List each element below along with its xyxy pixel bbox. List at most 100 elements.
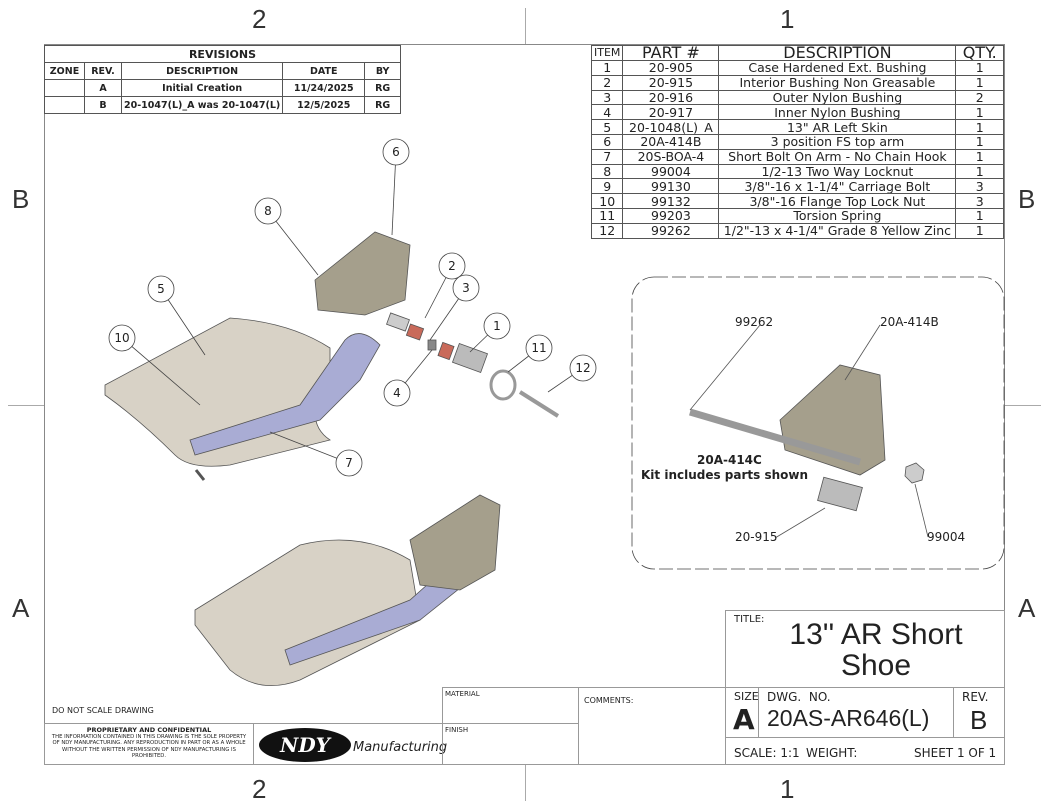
bom-cell: 1 xyxy=(955,222,1004,239)
bom-header: ITEM xyxy=(590,45,624,61)
bom-cell: 99262 xyxy=(622,222,720,239)
balloon-number: 6 xyxy=(392,145,400,159)
bushing-1 xyxy=(451,342,489,374)
title-field: TITLE: 13'' AR Short Shoe xyxy=(725,610,1005,688)
bom-cell: 99004 xyxy=(622,163,720,180)
rev-cell: 20-1047(L)_A was 20-1047(L) xyxy=(120,96,284,114)
size-field: SIZE A xyxy=(725,687,759,738)
balloon-number: 5 xyxy=(157,282,165,296)
balloon-number: 3 xyxy=(462,281,470,295)
proprietary-box: PROPRIETARY AND CONFIDENTIAL THE INFORMA… xyxy=(44,723,254,765)
balloon-number: 2 xyxy=(448,259,456,273)
ndy-logo: NDY xyxy=(259,728,351,762)
balloon-number: 7 xyxy=(345,456,353,470)
material-field: MATERIAL xyxy=(442,687,579,724)
rev-field: REV. B xyxy=(953,687,1005,738)
bom-cell: 10 xyxy=(590,193,624,209)
scale-value: SCALE: 1:1 xyxy=(734,746,800,760)
bom-cell: Outer Nylon Bushing xyxy=(718,89,957,106)
bom-cell: 20-905 xyxy=(622,60,720,76)
bom-cell: 20A-414B xyxy=(622,133,720,150)
title-label: TITLE: xyxy=(734,614,765,625)
item-balloon xyxy=(254,197,282,225)
weight-label: WEIGHT: xyxy=(806,746,858,760)
assembled-top-arm xyxy=(409,494,501,591)
comments-field: COMMENTS: xyxy=(578,687,726,765)
zone-tick xyxy=(525,765,526,801)
kit-bushing xyxy=(817,476,863,512)
rev-value: B xyxy=(970,705,988,735)
bushing-3b xyxy=(437,341,455,361)
bom-header: QTY. xyxy=(955,45,1004,61)
size-label: SIZE xyxy=(734,690,759,703)
finish-field: FINISH xyxy=(442,723,579,765)
kit-label-bushing: 20-915 xyxy=(735,530,778,544)
bom-cell: 1/2"-13 x 4-1/4" Grade 8 Yellow Zinc xyxy=(718,222,957,239)
bom-cell: 99203 xyxy=(622,207,720,224)
dwg-no-field: DWG. NO. 20AS-AR646(L) xyxy=(758,687,954,738)
drawing-title: 13'' AR Short Shoe xyxy=(789,618,963,682)
balloon-leader xyxy=(269,431,350,464)
item-balloon xyxy=(108,324,136,352)
bom-cell: 3/8"-16 Flange Top Lock Nut xyxy=(718,193,957,209)
carriage-bolt xyxy=(194,469,206,481)
revisions-table: REVISIONS ZONE REV. DESCRIPTION DATE BY … xyxy=(44,45,401,114)
item-balloon xyxy=(147,275,175,303)
logo-subtitle: Manufacturing xyxy=(353,740,448,755)
zone-tick xyxy=(1005,405,1041,406)
kit-outline xyxy=(631,276,1005,570)
zone-right-b: B xyxy=(1018,184,1036,214)
bom-cell: 13" AR Left Skin xyxy=(718,119,957,135)
bolt-12 xyxy=(518,390,560,418)
bushing-2 xyxy=(386,312,410,332)
scale-row: SCALE: 1:1 WEIGHT: SHEET 1 OF 1 xyxy=(725,737,1005,765)
rev-cell: RG xyxy=(364,96,401,114)
bushing-3 xyxy=(405,323,425,341)
size-value: A xyxy=(733,703,755,736)
bushing-4 xyxy=(427,339,437,351)
bom-cell: 20S-BOA-4 xyxy=(622,148,720,165)
bom-header: PART # xyxy=(622,45,720,61)
bom-cell: 8 xyxy=(590,163,624,180)
rev-cell: 12/5/2025 xyxy=(282,96,366,114)
kit-label-nut: 99004 xyxy=(927,530,966,544)
leader-line xyxy=(689,324,761,411)
balloon-leader xyxy=(267,210,319,276)
balloon-leader xyxy=(391,151,397,236)
dwg-no-value: 20AS-AR646(L) xyxy=(767,705,930,731)
leader-line xyxy=(914,483,929,538)
balloon-number: 12 xyxy=(575,361,590,375)
proprietary-text: THE INFORMATION CONTAINED IN THIS DRAWIN… xyxy=(51,734,247,759)
zone-tick xyxy=(525,8,526,44)
bom-cell: Torsion Spring xyxy=(718,207,957,224)
bom-cell: 99130 xyxy=(622,178,720,195)
zone-tick xyxy=(8,405,44,406)
sheet-value: SHEET 1 OF 1 xyxy=(914,746,997,760)
dwg-no-label: DWG. NO. xyxy=(767,690,831,704)
bolt-on-arm-part xyxy=(189,333,381,456)
bom-header: DESCRIPTION xyxy=(718,45,957,61)
balloon-number: 11 xyxy=(531,341,546,355)
torsion-spring xyxy=(489,369,517,401)
kit-bolt xyxy=(689,408,861,466)
kit-label-arm: 20A-414B xyxy=(880,315,939,329)
zone-top-1: 1 xyxy=(780,4,795,34)
item-balloon xyxy=(452,274,480,302)
item-balloon xyxy=(382,138,410,166)
top-arm-part xyxy=(314,231,411,316)
logo-box: NDY Manufacturing xyxy=(253,723,447,765)
zone-bottom-1: 1 xyxy=(780,774,795,804)
item-balloon xyxy=(335,449,363,477)
balloon-leader xyxy=(121,337,201,406)
zone-right-a: A xyxy=(1018,593,1036,623)
do-not-scale-note: DO NOT SCALE DRAWING xyxy=(52,706,154,715)
